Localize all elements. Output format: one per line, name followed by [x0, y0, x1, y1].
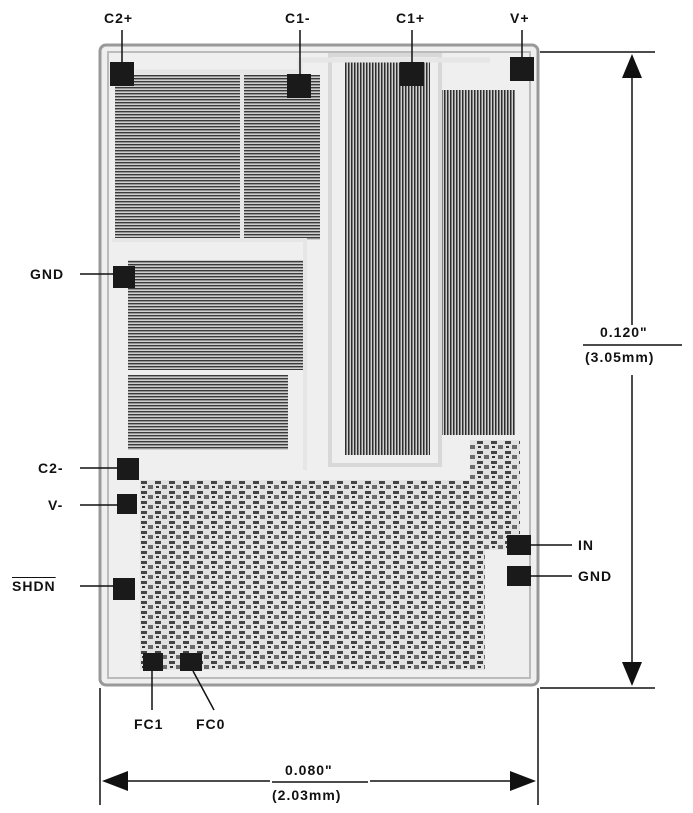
pad-fc0: [180, 653, 202, 671]
cap-column-frame: [328, 53, 442, 467]
logic-region: [140, 480, 485, 670]
label-fc1: FC1: [134, 716, 164, 732]
label-c2-plus: C2+: [104, 10, 134, 26]
cap-block-lower-left: [128, 375, 288, 450]
pad-c1-minus: [287, 74, 311, 98]
dim-width-arrow-right: [510, 771, 536, 791]
cap-block-upper-left-divider: [240, 75, 244, 240]
label-c2-minus: C2-: [38, 460, 64, 476]
label-fc0: FC0: [196, 716, 226, 732]
metal-trace-left: [112, 238, 307, 470]
leader-fc0: [192, 670, 215, 711]
cap-column-1: [345, 60, 430, 455]
dim-height-arrow-top: [622, 54, 642, 78]
cap-column-2: [440, 90, 515, 435]
pad-gnd-left: [113, 266, 135, 288]
dim-width-arrow-left: [102, 771, 128, 791]
pad-c1-plus: [400, 62, 424, 86]
label-v-minus: V-: [48, 497, 64, 513]
pad-fc1: [143, 653, 163, 671]
pad-v-plus: [510, 57, 534, 81]
label-in: IN: [578, 537, 594, 553]
pad-in: [507, 535, 531, 555]
label-gnd-right: GND: [578, 568, 613, 584]
label-gnd-left: GND: [30, 266, 65, 282]
pad-gnd-right: [507, 566, 531, 586]
pad-shdn: [113, 578, 135, 600]
label-c1-minus: C1-: [285, 10, 311, 26]
dim-height-mm: (3.05mm): [585, 349, 655, 365]
die-inner-border: [107, 51, 531, 679]
pad-c2-minus: [117, 458, 139, 480]
label-c1-plus: C1+: [396, 10, 426, 26]
dim-height-inches: 0.120": [600, 324, 648, 340]
cap-block-upper-left: [115, 75, 320, 240]
dim-height-arrow-bottom: [622, 662, 642, 686]
pad-v-minus: [117, 494, 137, 514]
cap-block-mid-left: [128, 260, 305, 370]
label-shdn: SHDN: [12, 578, 56, 594]
dim-width-mm: (2.03mm): [272, 787, 342, 803]
pad-c2-plus: [110, 62, 134, 86]
dim-width-inches: 0.080": [285, 762, 333, 778]
label-v-plus: V+: [510, 10, 530, 26]
logic-region-right: [470, 440, 520, 550]
